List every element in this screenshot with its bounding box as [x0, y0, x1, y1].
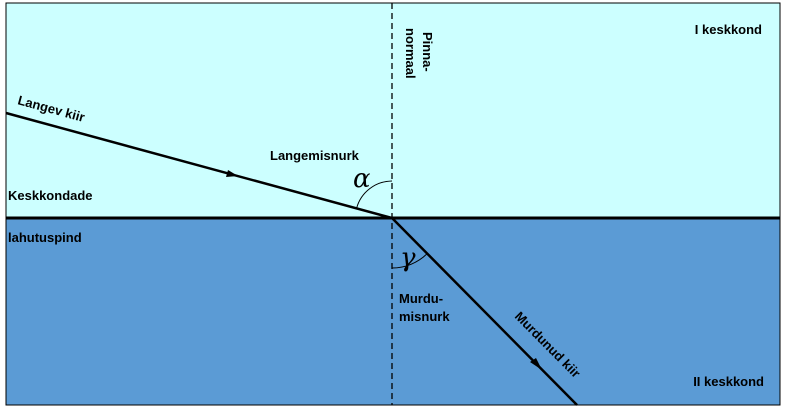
incident-ray-line: [5, 111, 393, 220]
gamma-symbol: γ: [400, 243, 416, 273]
incident-ray-arrow: [226, 170, 238, 177]
interface-label-line2: lahutuspind: [8, 230, 82, 245]
surface-normal-label-line2: normaal: [403, 28, 418, 79]
interface-label-line1: Keskkondade: [8, 188, 93, 203]
refraction-angle-label-line1: Murdu-: [399, 291, 443, 306]
alpha-symbol: α: [353, 164, 371, 194]
medium-bottom-area: [5, 217, 781, 406]
refracted-ray-line: [391, 217, 578, 406]
refraction-angle-label-line2: misnurk: [399, 309, 450, 324]
refracted-ray-arrow: [530, 358, 542, 370]
medium-bottom-label: II keskkond: [693, 374, 764, 389]
surface-normal-label-line1: Pinna-: [420, 32, 435, 72]
medium-top-area: [5, 2, 781, 219]
medium-top-label: I keskkond: [695, 22, 762, 37]
incidence-angle-label: Langemisnurk: [270, 148, 360, 163]
refraction-angle-arc: [391, 253, 428, 269]
incidence-angle-arc: [356, 180, 393, 209]
